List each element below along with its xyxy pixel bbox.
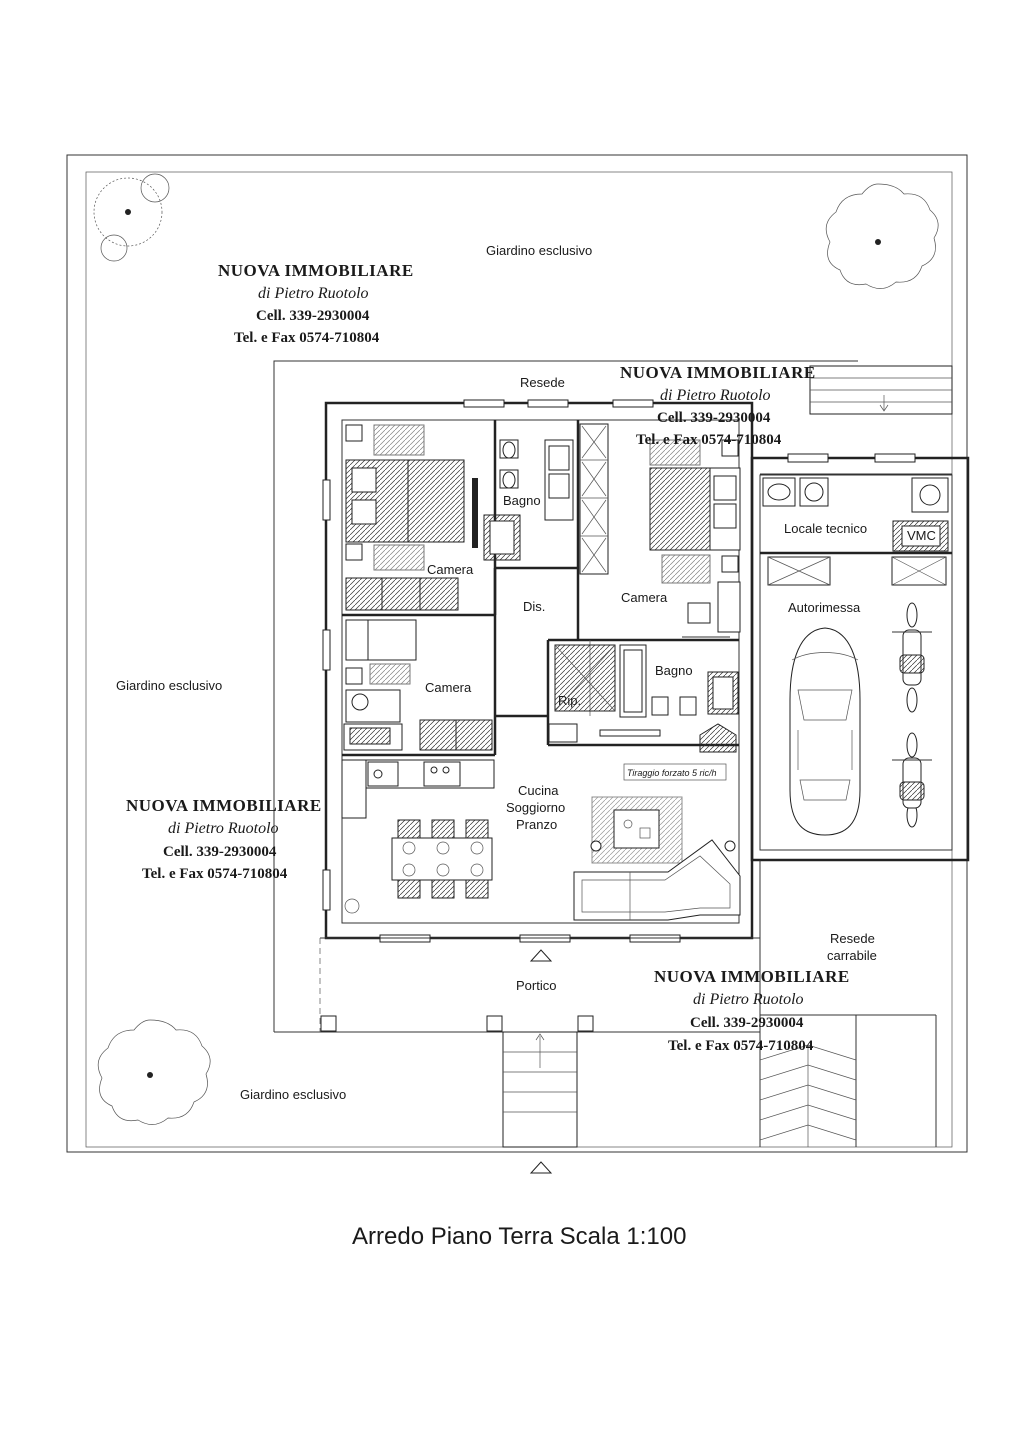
svg-text:NUOVA IMMOBILIARE: NUOVA IMMOBILIARE — [218, 261, 414, 280]
watermark-2: NUOVA IMMOBILIARE di Pietro Ruotolo Cell… — [620, 363, 816, 448]
svg-text:NUOVA IMMOBILIARE: NUOVA IMMOBILIARE — [620, 363, 816, 382]
bedroom-3-furniture — [343, 619, 493, 751]
dining-table — [391, 819, 493, 899]
label-resede: Resede — [520, 375, 565, 390]
bathroom-2-fixtures — [548, 644, 739, 753]
room-labels: Giardino esclusivo Giardino esclusivo Gi… — [116, 243, 936, 1102]
svg-text:Tel. e Fax 0574-710804: Tel. e Fax 0574-710804 — [234, 330, 380, 346]
svg-text:Cell. 339-2930004: Cell. 339-2930004 — [657, 410, 771, 426]
watermark-1: NUOVA IMMOBILIARE di Pietro Ruotolo Cell… — [218, 261, 414, 346]
watermark-4: NUOVA IMMOBILIARE di Pietro Ruotolo Cell… — [654, 967, 850, 1054]
label-camera-3: Camera — [425, 680, 472, 695]
svg-text:di Pietro Ruotolo: di Pietro Ruotolo — [660, 387, 771, 404]
label-rip: Rip. — [558, 693, 581, 708]
svg-text:Tel. e Fax 0574-710804: Tel. e Fax 0574-710804 — [142, 866, 288, 882]
label-locale-tecnico: Locale tecnico — [784, 521, 867, 536]
svg-text:Cell. 339-2930004: Cell. 339-2930004 — [163, 844, 277, 860]
label-camera-1: Camera — [427, 562, 474, 577]
svg-text:Cell. 339-2930004: Cell. 339-2930004 — [690, 1015, 804, 1031]
portico — [319, 937, 760, 1174]
bedroom-1-furniture — [345, 424, 478, 611]
label-portico: Portico — [516, 978, 556, 993]
tree-bottom-left — [97, 1019, 211, 1125]
label-cucina: Cucina — [518, 783, 559, 798]
svg-text:Tel. e Fax 0574-710804: Tel. e Fax 0574-710804 — [636, 432, 782, 448]
svg-text:di Pietro Ruotolo: di Pietro Ruotolo — [693, 991, 804, 1008]
label-giardino-top: Giardino esclusivo — [486, 243, 592, 258]
bedroom-2-furniture — [649, 439, 741, 638]
label-vmc: VMC — [907, 528, 936, 543]
wardrobe-column — [579, 423, 609, 575]
tree-top-left — [93, 173, 170, 262]
garage-block — [750, 453, 970, 862]
svg-text:Tel. e Fax 0574-710804: Tel. e Fax 0574-710804 — [668, 1038, 814, 1054]
watermark-3: NUOVA IMMOBILIARE di Pietro Ruotolo Cell… — [126, 796, 322, 882]
tree-top-right — [825, 183, 939, 289]
svg-text:di Pietro Ruotolo: di Pietro Ruotolo — [168, 820, 279, 837]
label-giardino-bottom: Giardino esclusivo — [240, 1087, 346, 1102]
svg-text:NUOVA IMMOBILIARE: NUOVA IMMOBILIARE — [126, 796, 322, 815]
label-autorimessa: Autorimessa — [788, 600, 861, 615]
motorcycles — [892, 602, 932, 828]
living-room — [344, 796, 741, 921]
svg-text:di Pietro Ruotolo: di Pietro Ruotolo — [258, 285, 369, 302]
car — [789, 627, 861, 836]
plan-title: Arredo Piano Terra Scala 1:100 — [352, 1223, 686, 1250]
label-soggiorno: Soggiorno — [506, 800, 565, 815]
stairs-top-right — [809, 365, 953, 415]
label-bagno-2: Bagno — [655, 663, 693, 678]
parking-ramp — [759, 860, 937, 1147]
label-giardino-left: Giardino esclusivo — [116, 678, 222, 693]
label-resede-carrabile-2: carrabile — [827, 948, 877, 963]
label-dis: Dis. — [523, 599, 545, 614]
kitchen-counter — [341, 759, 495, 819]
label-pranzo: Pranzo — [516, 817, 557, 832]
svg-text:Cell. 339-2930004: Cell. 339-2930004 — [256, 308, 370, 324]
label-bagno-top: Bagno — [503, 493, 541, 508]
label-tiraggio: Tiraggio forzato 5 ric/h — [627, 768, 716, 778]
bathroom-1-fixtures — [483, 439, 574, 561]
label-resede-carrabile-1: Resede — [830, 931, 875, 946]
label-camera-2: Camera — [621, 590, 668, 605]
svg-text:NUOVA IMMOBILIARE: NUOVA IMMOBILIARE — [654, 967, 850, 986]
